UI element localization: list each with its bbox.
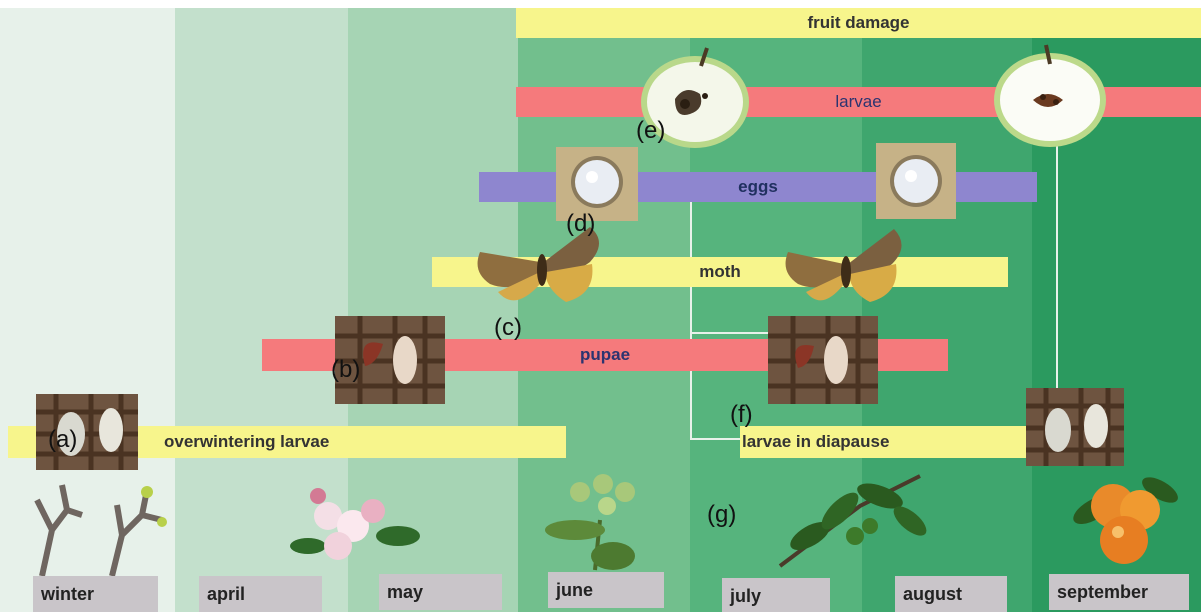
fruitlet-icon bbox=[535, 470, 670, 574]
apple-half-icon bbox=[988, 42, 1112, 150]
marker-f: (f) bbox=[730, 403, 753, 427]
month-label-august: august bbox=[895, 576, 1007, 612]
marker-d: (d) bbox=[566, 212, 595, 236]
month-label-april: april bbox=[199, 576, 322, 612]
marker-c: (c) bbox=[494, 316, 522, 340]
pupa-in-bark-icon bbox=[768, 316, 878, 404]
marker-e: (e) bbox=[636, 119, 665, 143]
ripe-apple-icon bbox=[1068, 470, 1178, 574]
month-label-september: september bbox=[1049, 574, 1189, 610]
connector-vertical-july bbox=[690, 200, 692, 440]
month-label-june: june bbox=[548, 572, 664, 608]
marker-b: (b) bbox=[331, 358, 360, 382]
connector-vertical-september bbox=[1056, 140, 1058, 390]
connector-horizontal-july bbox=[690, 438, 740, 440]
month-label-july: july bbox=[722, 578, 830, 612]
connector-horizontal-mid bbox=[690, 332, 780, 334]
marker-a: (a) bbox=[48, 428, 77, 452]
moth-icon bbox=[782, 224, 912, 314]
larvae-in-diapause-bar: larvae in diapause bbox=[740, 426, 1030, 458]
month-label-winter: winter bbox=[33, 576, 158, 612]
marker-g: (g) bbox=[707, 503, 736, 527]
egg-icon bbox=[876, 143, 956, 219]
fruit-damage-bar: fruit damage bbox=[516, 8, 1201, 38]
larva-in-bark-icon bbox=[1026, 388, 1124, 466]
leafy-branch-icon bbox=[770, 466, 935, 578]
apple-blossom-icon bbox=[288, 476, 423, 576]
twig-bud-icon bbox=[22, 480, 172, 576]
month-label-may: may bbox=[379, 574, 502, 610]
